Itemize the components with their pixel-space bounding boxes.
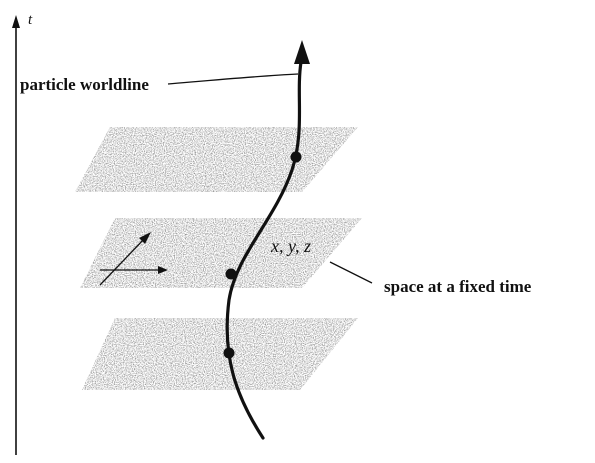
worldline bbox=[223, 40, 310, 440]
space-slice-label: space at a fixed time bbox=[384, 277, 532, 296]
coordinates-label: x, y, z bbox=[270, 236, 311, 256]
worldline-event-top bbox=[290, 151, 302, 163]
space-slice-top bbox=[75, 127, 358, 192]
time-axis: t bbox=[12, 12, 33, 455]
worldline-label: particle worldline bbox=[20, 75, 149, 94]
space-slice-middle bbox=[80, 218, 362, 288]
time-axis-arrowhead bbox=[12, 15, 20, 28]
coordinate-axis-diagonal bbox=[99, 237, 146, 286]
worldline-event-bottom bbox=[223, 347, 235, 359]
coordinate-axes bbox=[99, 232, 168, 286]
space-slice-bottom bbox=[82, 318, 358, 390]
worldline-leader-line bbox=[167, 73, 299, 85]
worldline-curve bbox=[225, 60, 303, 440]
space-slice-leader-line bbox=[329, 261, 373, 284]
coordinate-axis-horizontal-arrowhead bbox=[158, 266, 168, 274]
annotations: particle worldline x, y, z space at a fi… bbox=[20, 73, 532, 296]
worldline-event-middle bbox=[225, 268, 237, 280]
space-slices bbox=[75, 127, 362, 390]
worldline-arrowhead bbox=[294, 40, 310, 64]
coordinate-axis-diagonal-arrowhead bbox=[139, 232, 151, 244]
time-axis-label: t bbox=[28, 12, 33, 28]
